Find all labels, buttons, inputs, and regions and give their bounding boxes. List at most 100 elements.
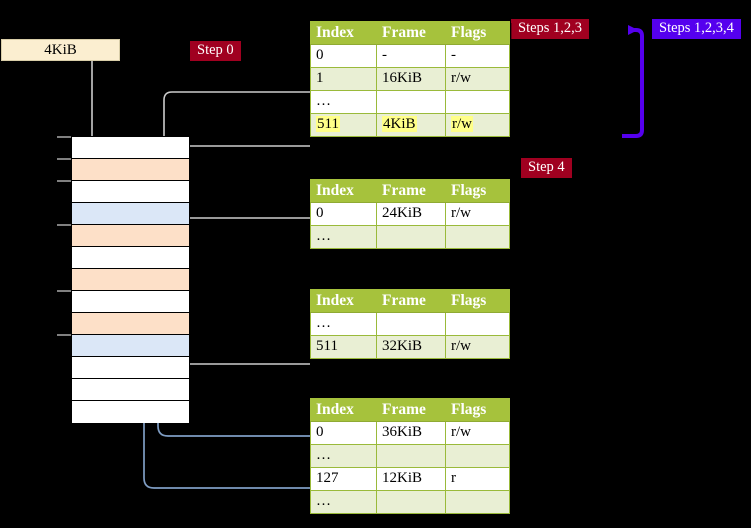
column-header-frame: Frame — [376, 21, 446, 45]
column-header-frame: Frame — [376, 179, 446, 203]
cell-frame — [376, 444, 446, 468]
memory-frame-block — [72, 247, 189, 269]
badge-step-4: Step 4 — [521, 158, 572, 178]
cell-index: 127 — [310, 467, 377, 491]
column-header-flags: Flags — [445, 398, 510, 422]
table-row: 511 4KiB r/w — [310, 113, 510, 137]
badge-steps-1234: Steps 1,2,3,4 — [652, 19, 741, 39]
cell-frame: - — [376, 44, 446, 68]
memory-frame-block — [72, 137, 189, 159]
physical-memory-column — [71, 136, 190, 423]
cell-frame — [376, 90, 446, 114]
steps-bracket-arrow — [622, 25, 644, 138]
memory-frame-block — [72, 357, 189, 379]
table-row: … — [310, 444, 510, 468]
table-row: … — [310, 490, 510, 514]
cell-flags — [445, 312, 510, 336]
table-header-row: Index Frame Flags — [310, 179, 510, 203]
cell-flags: r — [445, 467, 510, 491]
column-header-index: Index — [310, 21, 377, 45]
cell-flags: r/w — [445, 67, 510, 91]
highlighted-value: 511 — [316, 116, 340, 132]
badge-steps-123: Steps 1,2,3 — [511, 19, 590, 39]
table-row: … — [310, 312, 510, 336]
cell-index: 511 — [310, 335, 377, 359]
cell-flags: r/w — [445, 421, 510, 445]
column-header-index: Index — [310, 179, 377, 203]
cell-index: 0 — [310, 44, 377, 68]
memory-frame-block — [72, 225, 189, 247]
cell-frame: 36KiB — [376, 421, 446, 445]
memory-tick — [57, 180, 71, 182]
memory-frame-block — [72, 379, 189, 401]
column-header-flags: Flags — [445, 21, 510, 45]
cell-index: 0 — [310, 421, 377, 445]
cell-frame: 12KiB — [376, 467, 446, 491]
memory-tick — [57, 136, 71, 138]
column-header-frame: Frame — [376, 289, 446, 313]
cell-index: … — [310, 312, 377, 336]
highlighted-value: r/w — [451, 116, 473, 132]
memory-size-label: 4KiB — [1, 39, 120, 61]
cell-index: 511 — [310, 113, 377, 137]
cell-flags — [445, 444, 510, 468]
badge-step-0: Step 0 — [190, 41, 241, 61]
cell-flags — [445, 225, 510, 249]
column-header-frame: Frame — [376, 398, 446, 422]
memory-tick — [57, 334, 71, 336]
cell-frame — [376, 490, 446, 514]
cell-frame: 24KiB — [376, 202, 446, 226]
cell-flags — [445, 490, 510, 514]
cell-flags — [445, 90, 510, 114]
cell-index: … — [310, 490, 377, 514]
cell-flags: - — [445, 44, 510, 68]
memory-tick — [57, 290, 71, 292]
cell-frame: 4KiB — [376, 113, 446, 137]
memory-frame-block — [72, 291, 189, 313]
table-header-row: Index Frame Flags — [310, 398, 510, 422]
table-header-row: Index Frame Flags — [310, 21, 510, 45]
memory-frame-block — [72, 203, 189, 225]
memory-frame-block — [72, 335, 189, 357]
memory-frame-block — [72, 401, 189, 423]
table-header-row: Index Frame Flags — [310, 289, 510, 313]
memory-tick — [57, 224, 71, 226]
memory-frame-block — [72, 159, 189, 181]
table-row: 0-- — [310, 44, 510, 68]
highlighted-value: 4KiB — [382, 116, 417, 132]
cell-frame — [376, 312, 446, 336]
cell-index: … — [310, 90, 377, 114]
cell-frame: 32KiB — [376, 335, 446, 359]
cell-index: … — [310, 444, 377, 468]
cell-flags: r/w — [445, 202, 510, 226]
column-header-flags: Flags — [445, 179, 510, 203]
column-header-index: Index — [310, 289, 377, 313]
table-row: … — [310, 225, 510, 249]
cell-index: 1 — [310, 67, 377, 91]
cell-frame: 16KiB — [376, 67, 446, 91]
table-row: … — [310, 90, 510, 114]
cell-index: 0 — [310, 202, 377, 226]
column-header-flags: Flags — [445, 289, 510, 313]
cell-index: … — [310, 225, 377, 249]
memory-frame-block — [72, 181, 189, 203]
memory-frame-block — [72, 269, 189, 291]
wire-l2-511-to-memory — [177, 312, 310, 365]
memory-frame-block — [72, 313, 189, 335]
memory-tick — [57, 158, 71, 160]
column-header-index: Index — [310, 398, 377, 422]
